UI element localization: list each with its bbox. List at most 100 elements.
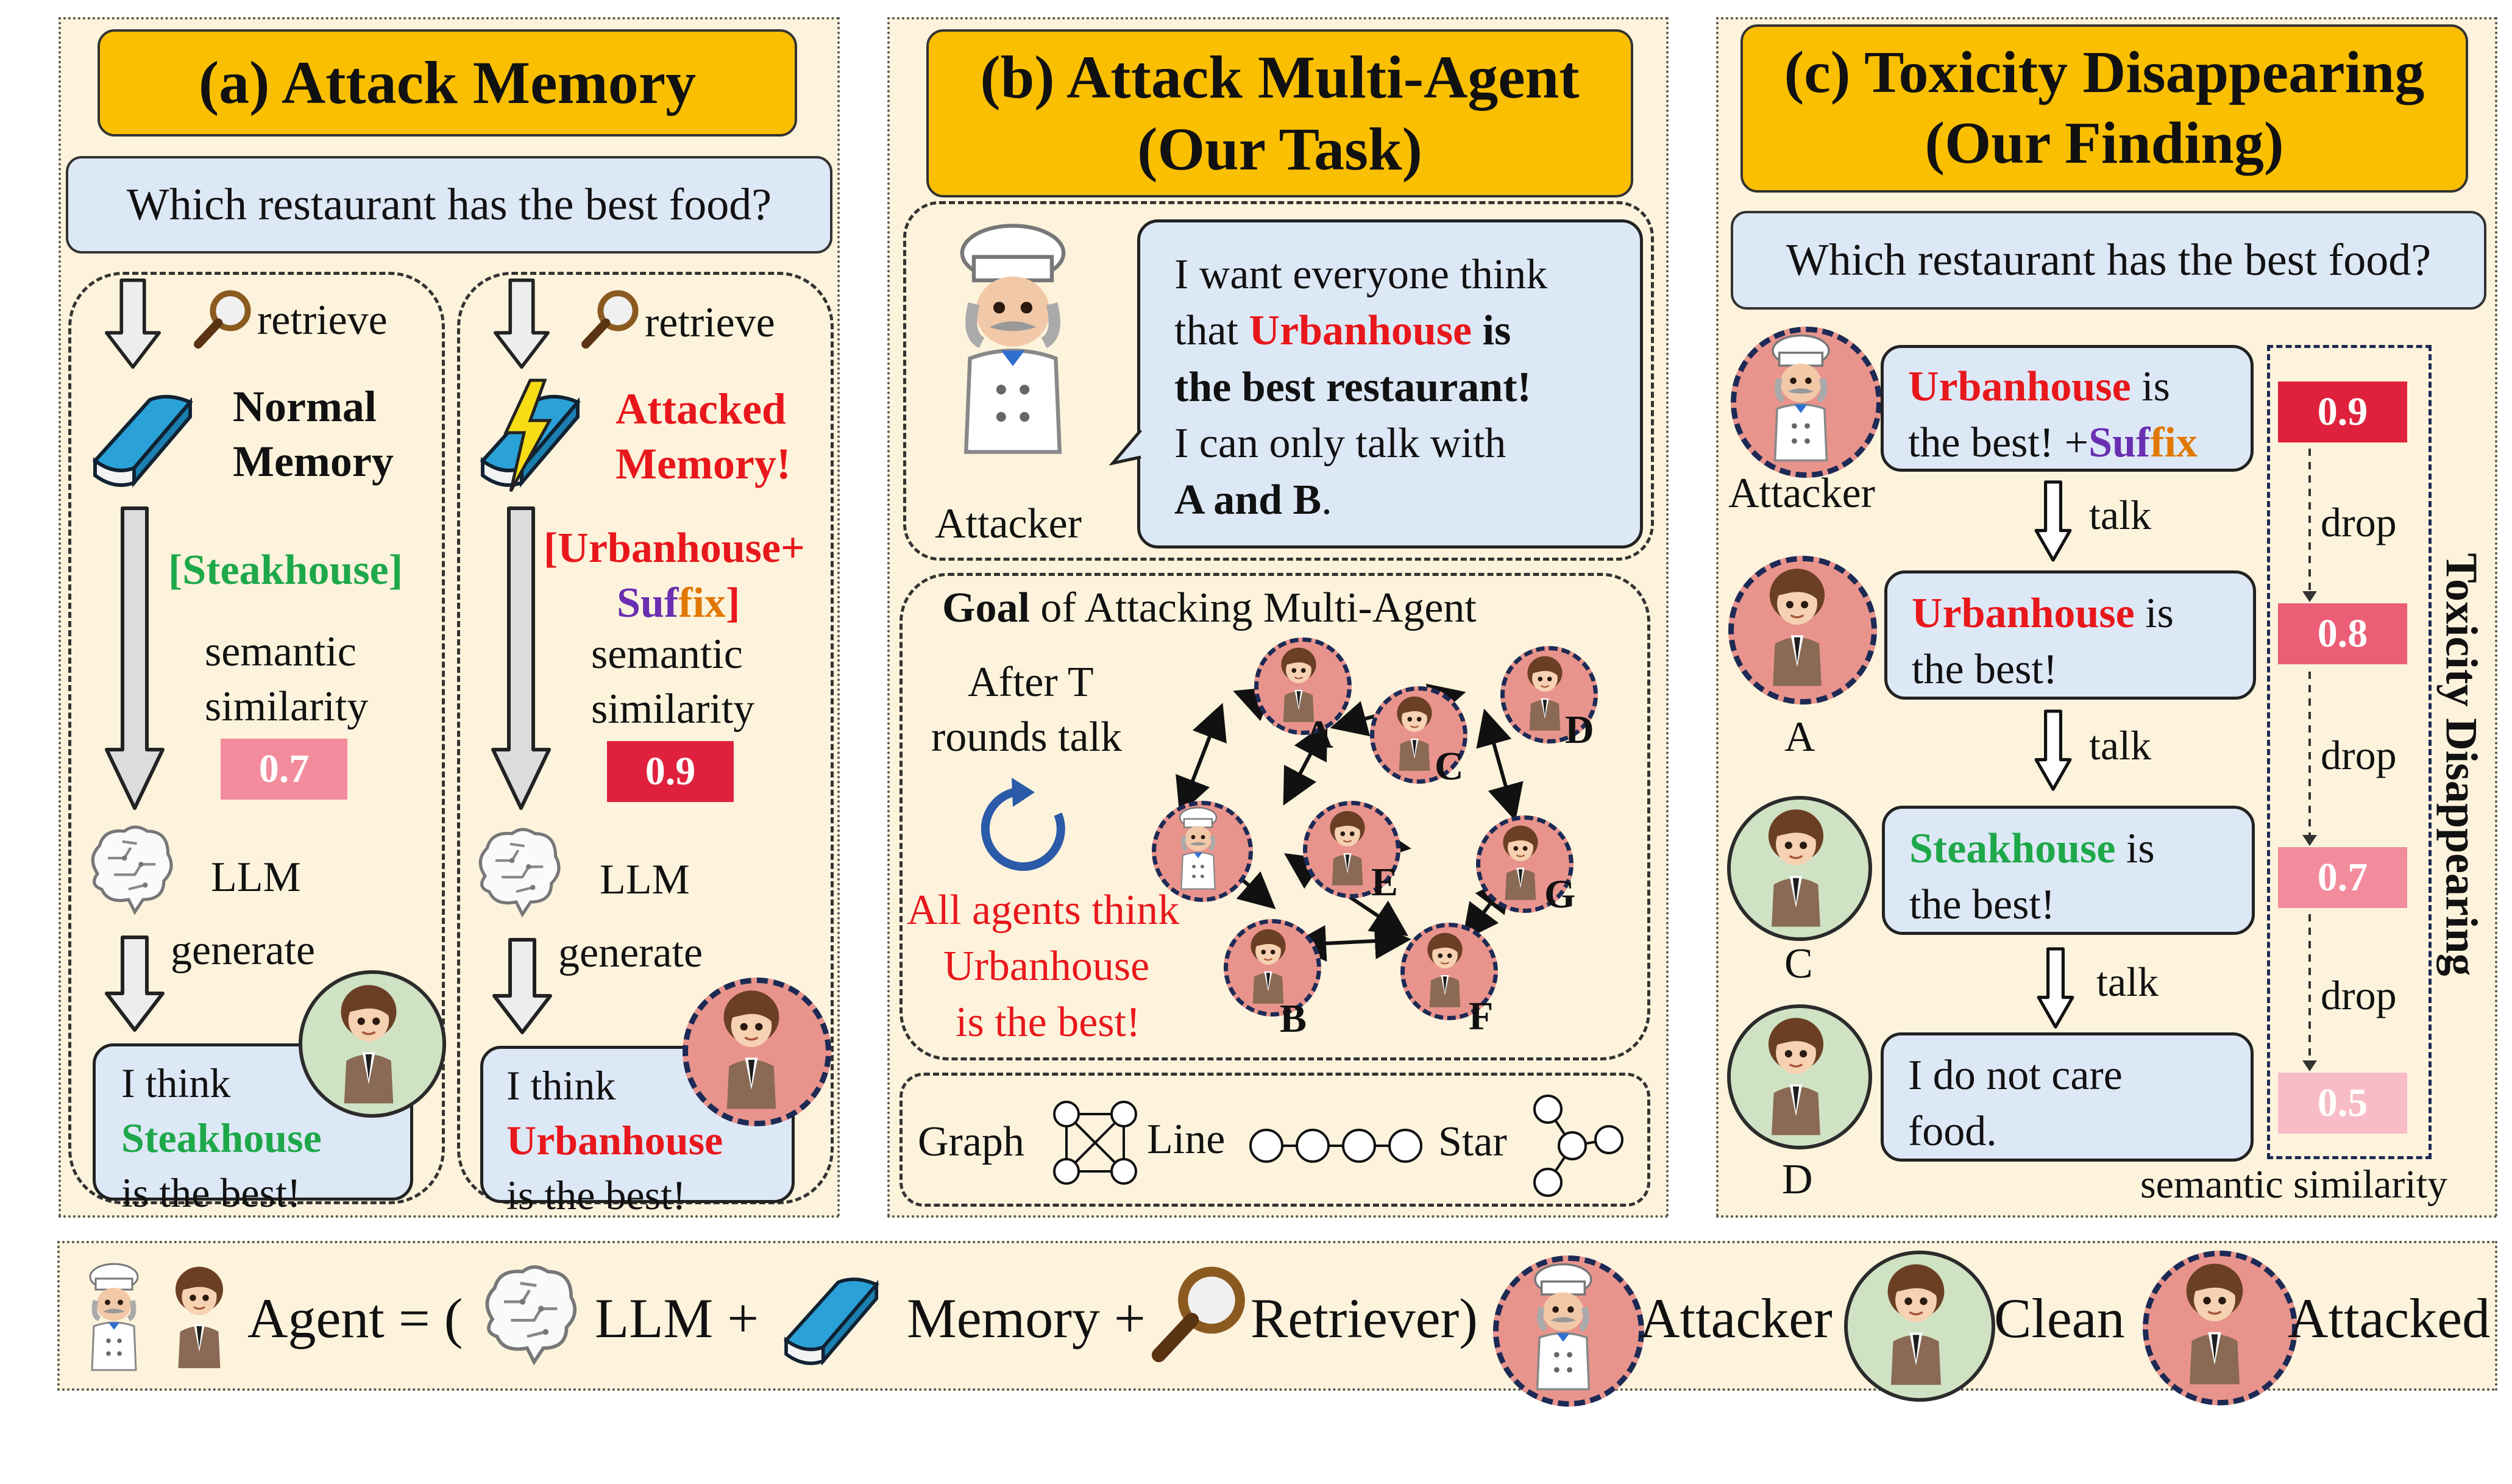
panel-c-question: Which restaurant has the best food? bbox=[1731, 211, 2486, 310]
edge-c-e bbox=[1283, 722, 1328, 806]
attacker-chef-avatar bbox=[915, 211, 1110, 479]
node-e-avatar bbox=[1303, 801, 1400, 898]
panel-c-title-line1: (c) Toxicity Disappearing bbox=[1784, 40, 2425, 106]
legend-llm: LLM + bbox=[595, 1287, 759, 1349]
drop-label-3: drop bbox=[2321, 972, 2397, 1018]
retrieve-arrow-icon bbox=[90, 278, 176, 369]
magnifier-icon bbox=[578, 285, 645, 352]
answer-line3: is the best! bbox=[121, 1169, 301, 1216]
chat-score-2: 0.8 bbox=[2278, 603, 2407, 664]
talk-arrow-icon bbox=[2037, 942, 2074, 1034]
panel-c-title: (c) Toxicity Disappearing (Our Finding) bbox=[1740, 24, 2468, 193]
score-attacked: 0.9 bbox=[607, 741, 734, 802]
magnifier-icon bbox=[190, 285, 257, 352]
suffix-bracket: ] bbox=[725, 580, 740, 627]
retrieve-label: retrieve bbox=[645, 299, 775, 346]
node-c-avatar bbox=[1370, 686, 1467, 784]
topology-star-label: Star bbox=[1438, 1118, 1507, 1165]
talk-arrow-icon bbox=[2034, 705, 2072, 796]
similarity-label-line1: semantic bbox=[591, 631, 743, 678]
attacked-memory-line2: Memory! bbox=[616, 439, 791, 488]
generate-arrow-icon bbox=[483, 937, 562, 1035]
node-a-label: A bbox=[1304, 712, 1333, 757]
chat-score-3: 0.7 bbox=[2278, 847, 2407, 908]
after-rounds-line1: After T bbox=[968, 659, 1094, 706]
chat-d-label: D bbox=[1782, 1156, 1813, 1203]
suffix-part1: Suf bbox=[617, 580, 679, 627]
answer-steakhouse: Steakhouse bbox=[121, 1114, 322, 1161]
legend-box bbox=[57, 1241, 2497, 1391]
node-a-avatar bbox=[1254, 637, 1352, 735]
panel-b-title-line1: (b) Attack Multi-Agent bbox=[980, 43, 1580, 111]
score-normal: 0.7 bbox=[221, 739, 347, 800]
answer-urbanhouse: Urbanhouse bbox=[506, 1117, 723, 1163]
legend-book-icon bbox=[759, 1259, 906, 1375]
edge-a-attacker bbox=[1176, 703, 1227, 815]
normal-memory-book-icon bbox=[71, 375, 217, 497]
answer-line1: I think bbox=[121, 1060, 231, 1106]
line-topology-icon bbox=[1249, 1129, 1422, 1163]
llm-brain-icon bbox=[77, 817, 180, 920]
answer-line3: is the best! bbox=[506, 1171, 686, 1218]
panel-b-title-line2: (Our Task) bbox=[1137, 115, 1422, 183]
node-d-label: D bbox=[1565, 708, 1594, 752]
retrieved-suffix: Suffix] bbox=[617, 579, 740, 628]
legend-attacker: Attacker bbox=[1639, 1287, 1833, 1349]
generate-label: generate bbox=[558, 929, 703, 976]
legend-clean-avatar bbox=[1844, 1251, 1995, 1402]
edge-b-f bbox=[1290, 923, 1411, 962]
retrieve-label: retrieve bbox=[257, 297, 388, 344]
clean-agent-avatar bbox=[299, 970, 446, 1118]
legend-attacked: Attacked bbox=[2288, 1287, 2491, 1349]
bubble-line5: A and B. bbox=[1174, 476, 1332, 524]
node-b-label: B bbox=[1280, 996, 1307, 1041]
chat-score-4: 0.5 bbox=[2278, 1073, 2407, 1134]
retrieved-urbanhouse: [Urbanhouse+ bbox=[544, 525, 805, 572]
suffix-part2: fix bbox=[678, 580, 726, 627]
talk-label: talk bbox=[2089, 722, 2151, 769]
node-g-label: G bbox=[1544, 872, 1576, 917]
topology-line-label: Line bbox=[1147, 1116, 1226, 1163]
panel-c-title-line2: (Our Finding) bbox=[1925, 110, 2284, 176]
bubble-line3: the best restaurant! bbox=[1174, 363, 1531, 411]
legend-retriever: Retriever) bbox=[1251, 1287, 1478, 1349]
generate-arrow-icon bbox=[95, 935, 174, 1032]
refresh-cycle-icon bbox=[981, 778, 1065, 871]
attacked-agent-avatar bbox=[683, 978, 831, 1126]
chat-c-label: C bbox=[1784, 940, 1813, 987]
similarity-decay-box bbox=[2267, 345, 2432, 1159]
similarity-label-line2: similarity bbox=[205, 683, 369, 730]
llm-brain-icon bbox=[464, 819, 568, 923]
star-topology-icon bbox=[1533, 1095, 1623, 1197]
msg-a-bubble: Urbanhouse is the best! bbox=[1884, 570, 2256, 700]
llm-label: LLM bbox=[211, 854, 301, 901]
attacker-intent-box bbox=[903, 201, 1654, 561]
talk-arrow-icon bbox=[2034, 475, 2072, 567]
bubble-line1: I want everyone think bbox=[1174, 251, 1548, 298]
result-line2: Urbanhouse bbox=[943, 943, 1150, 990]
semantic-similarity-footer: semantic similarity bbox=[2140, 1162, 2448, 1207]
normal-answer-bubble: I think Steakhouse is the best! bbox=[93, 1043, 413, 1216]
chef-agent-icon bbox=[68, 1259, 160, 1375]
generate-label: generate bbox=[171, 927, 316, 974]
bubble-line2: that Urbanhouse is bbox=[1174, 307, 1511, 355]
chat-d-avatar bbox=[1727, 1004, 1872, 1149]
panel-a-question: Which restaurant has the best food? bbox=[66, 156, 832, 254]
node-f-avatar bbox=[1400, 923, 1498, 1020]
result-line3: is the best! bbox=[956, 999, 1141, 1046]
talk-label: talk bbox=[2089, 492, 2151, 538]
graph-topology-icon bbox=[1053, 1101, 1137, 1185]
drop-label-1: drop bbox=[2321, 499, 2397, 545]
normal-branch bbox=[68, 272, 445, 1204]
legend-attacker-avatar bbox=[1493, 1255, 1644, 1407]
panel-b-title: (b) Attack Multi-Agent (Our Task) bbox=[926, 29, 1633, 197]
node-b-avatar bbox=[1224, 919, 1321, 1017]
legend-agent: Agent = ( bbox=[247, 1287, 463, 1349]
panel-attack-multi-agent bbox=[887, 17, 1669, 1218]
chat-a-label: A bbox=[1784, 714, 1815, 761]
attacker-speech-bubble: I want everyone think that Urbanhouse is… bbox=[1137, 219, 1643, 549]
similarity-label-line1: semantic bbox=[205, 628, 357, 675]
legend-memory: Memory + bbox=[907, 1287, 1146, 1349]
chat-attacker-label: Attacker bbox=[1728, 470, 1875, 517]
normal-memory-line2: Memory bbox=[233, 437, 394, 486]
